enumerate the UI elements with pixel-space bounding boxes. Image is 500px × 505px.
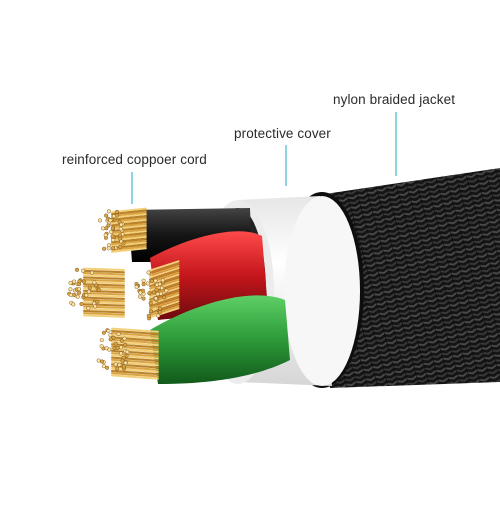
- copper-bundle: [97, 328, 158, 378]
- copper-bundle: [67, 268, 124, 317]
- copper-bundle: [98, 209, 146, 252]
- label-nylon-braided-jacket: nylon braided jacket: [333, 92, 455, 107]
- label-reinforced-copper-cord: reinforced coppoer cord: [62, 152, 207, 167]
- label-protective-cover: protective cover: [234, 126, 331, 141]
